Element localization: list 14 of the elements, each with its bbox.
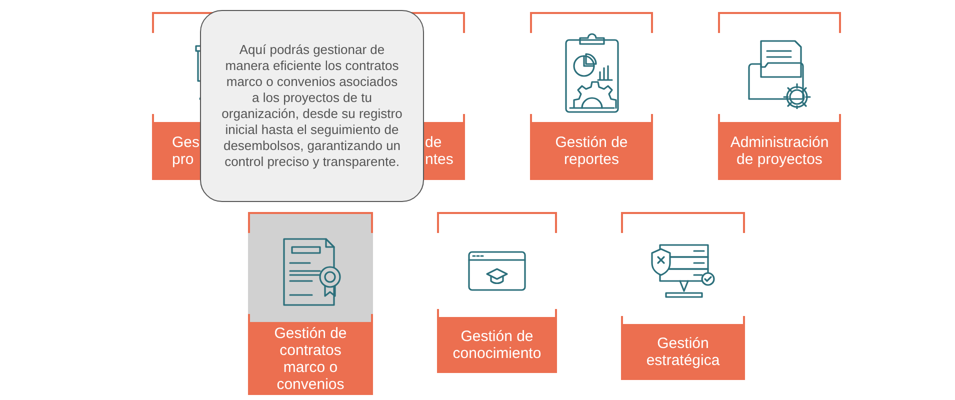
module-title: Administración de proyectos <box>730 134 829 168</box>
module-title: Ges pro <box>172 134 201 168</box>
module-title: Gestión de conocimiento <box>452 328 542 362</box>
module-title: de ntes <box>425 134 454 168</box>
module-card <box>718 12 841 180</box>
module-card <box>437 212 557 373</box>
description-tooltip <box>200 10 424 202</box>
module-title: Gestión estratégica <box>645 335 721 369</box>
module-title: Gestión de contratos marco o convenios <box>273 324 348 392</box>
module-card <box>621 212 745 380</box>
tooltip-text: Aquí podrás gestionar de manera eficiente los contratos marco o convenios asociados a los proyectos de tu organización, desde su registro inicial hasta el seguimiento de desembolsos, garantizando un control preciso y transparente. <box>221 42 403 170</box>
module-title: Gestión de reportes <box>554 134 629 168</box>
module-card <box>530 12 653 180</box>
module-card <box>248 212 373 395</box>
